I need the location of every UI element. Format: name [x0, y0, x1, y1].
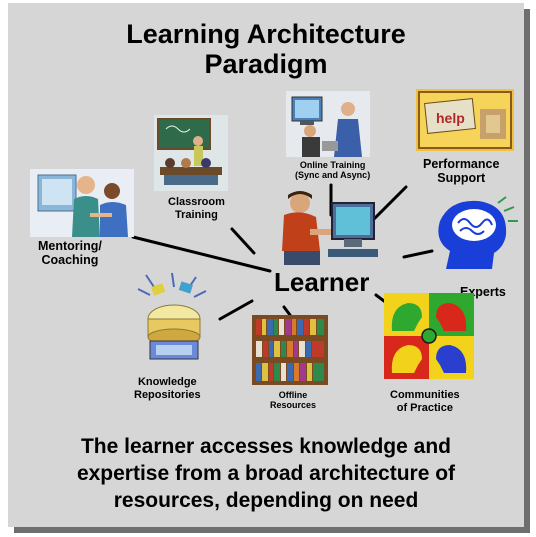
learner-label: Learner	[274, 267, 370, 297]
performance-support-illustration: help	[416, 89, 514, 151]
knowledge-repositories-illustration	[137, 272, 207, 360]
mentoring-label: Mentoring/ Coaching	[38, 239, 102, 268]
online-training-label: Online Training (Sync and Async)	[295, 160, 370, 181]
caption-line-2: expertise from a broad architecture of	[76, 462, 456, 485]
classroom-label-line-2: Training	[175, 208, 218, 221]
knowledge-repositories-label: Knowledge Repositories	[134, 376, 201, 401]
experts-illustration	[438, 196, 518, 269]
caption-line-3: resources, depending on need	[113, 489, 419, 512]
offline-resources-label: Offline Resources	[270, 390, 316, 411]
bookshelf-row-3	[256, 363, 324, 381]
communities-label-line-2: of Practice	[396, 401, 453, 414]
classroom-label: Classroom Training	[168, 196, 225, 221]
offline-resources-label-line-1: Offline	[278, 390, 308, 400]
mentoring-label-line-2: Coaching	[41, 253, 99, 268]
connector-performance	[370, 185, 408, 223]
connector-classroom	[230, 227, 256, 255]
connector-experts	[402, 249, 434, 259]
performance-support-label: Performance Support	[423, 157, 499, 186]
communities-label-line-1: Communities	[390, 389, 460, 401]
classroom-label-line-1: Classroom	[168, 196, 225, 208]
knowledge-repositories-label-line-2: Repositories	[134, 388, 201, 401]
mentoring-illustration	[30, 169, 134, 237]
help-sign-text: help	[436, 110, 465, 126]
mentoring-label-line-1: Mentoring/	[38, 239, 102, 253]
title-line-1: Learning Architecture	[126, 19, 406, 49]
online-training-label-line-1: Online Training	[299, 160, 366, 170]
connector-mentoring	[131, 235, 272, 273]
communities-illustration	[384, 293, 474, 379]
bookshelf-row-2	[256, 341, 324, 357]
caption-line-1: The learner accesses knowledge and	[80, 435, 451, 458]
connector-repositories	[218, 299, 254, 321]
communities-label: Communities of Practice	[390, 389, 460, 414]
offline-resources-illustration	[252, 315, 328, 385]
knowledge-repositories-label-line-1: Knowledge	[137, 376, 197, 388]
offline-resources-label-line-2: Resources	[270, 400, 317, 411]
performance-support-label-line-1: Performance	[423, 157, 500, 171]
online-training-label-line-2: (Sync and Async)	[295, 170, 371, 181]
online-training-illustration	[286, 91, 370, 157]
bookshelf-row-1	[256, 319, 324, 335]
classroom-illustration	[154, 115, 228, 191]
learner-illustration	[282, 191, 378, 265]
title-line-2: Paradigm	[204, 49, 328, 79]
slide-panel: Learning Architecture Paradigm Mentoring…	[8, 3, 524, 527]
performance-support-label-line-2: Support	[437, 171, 486, 186]
